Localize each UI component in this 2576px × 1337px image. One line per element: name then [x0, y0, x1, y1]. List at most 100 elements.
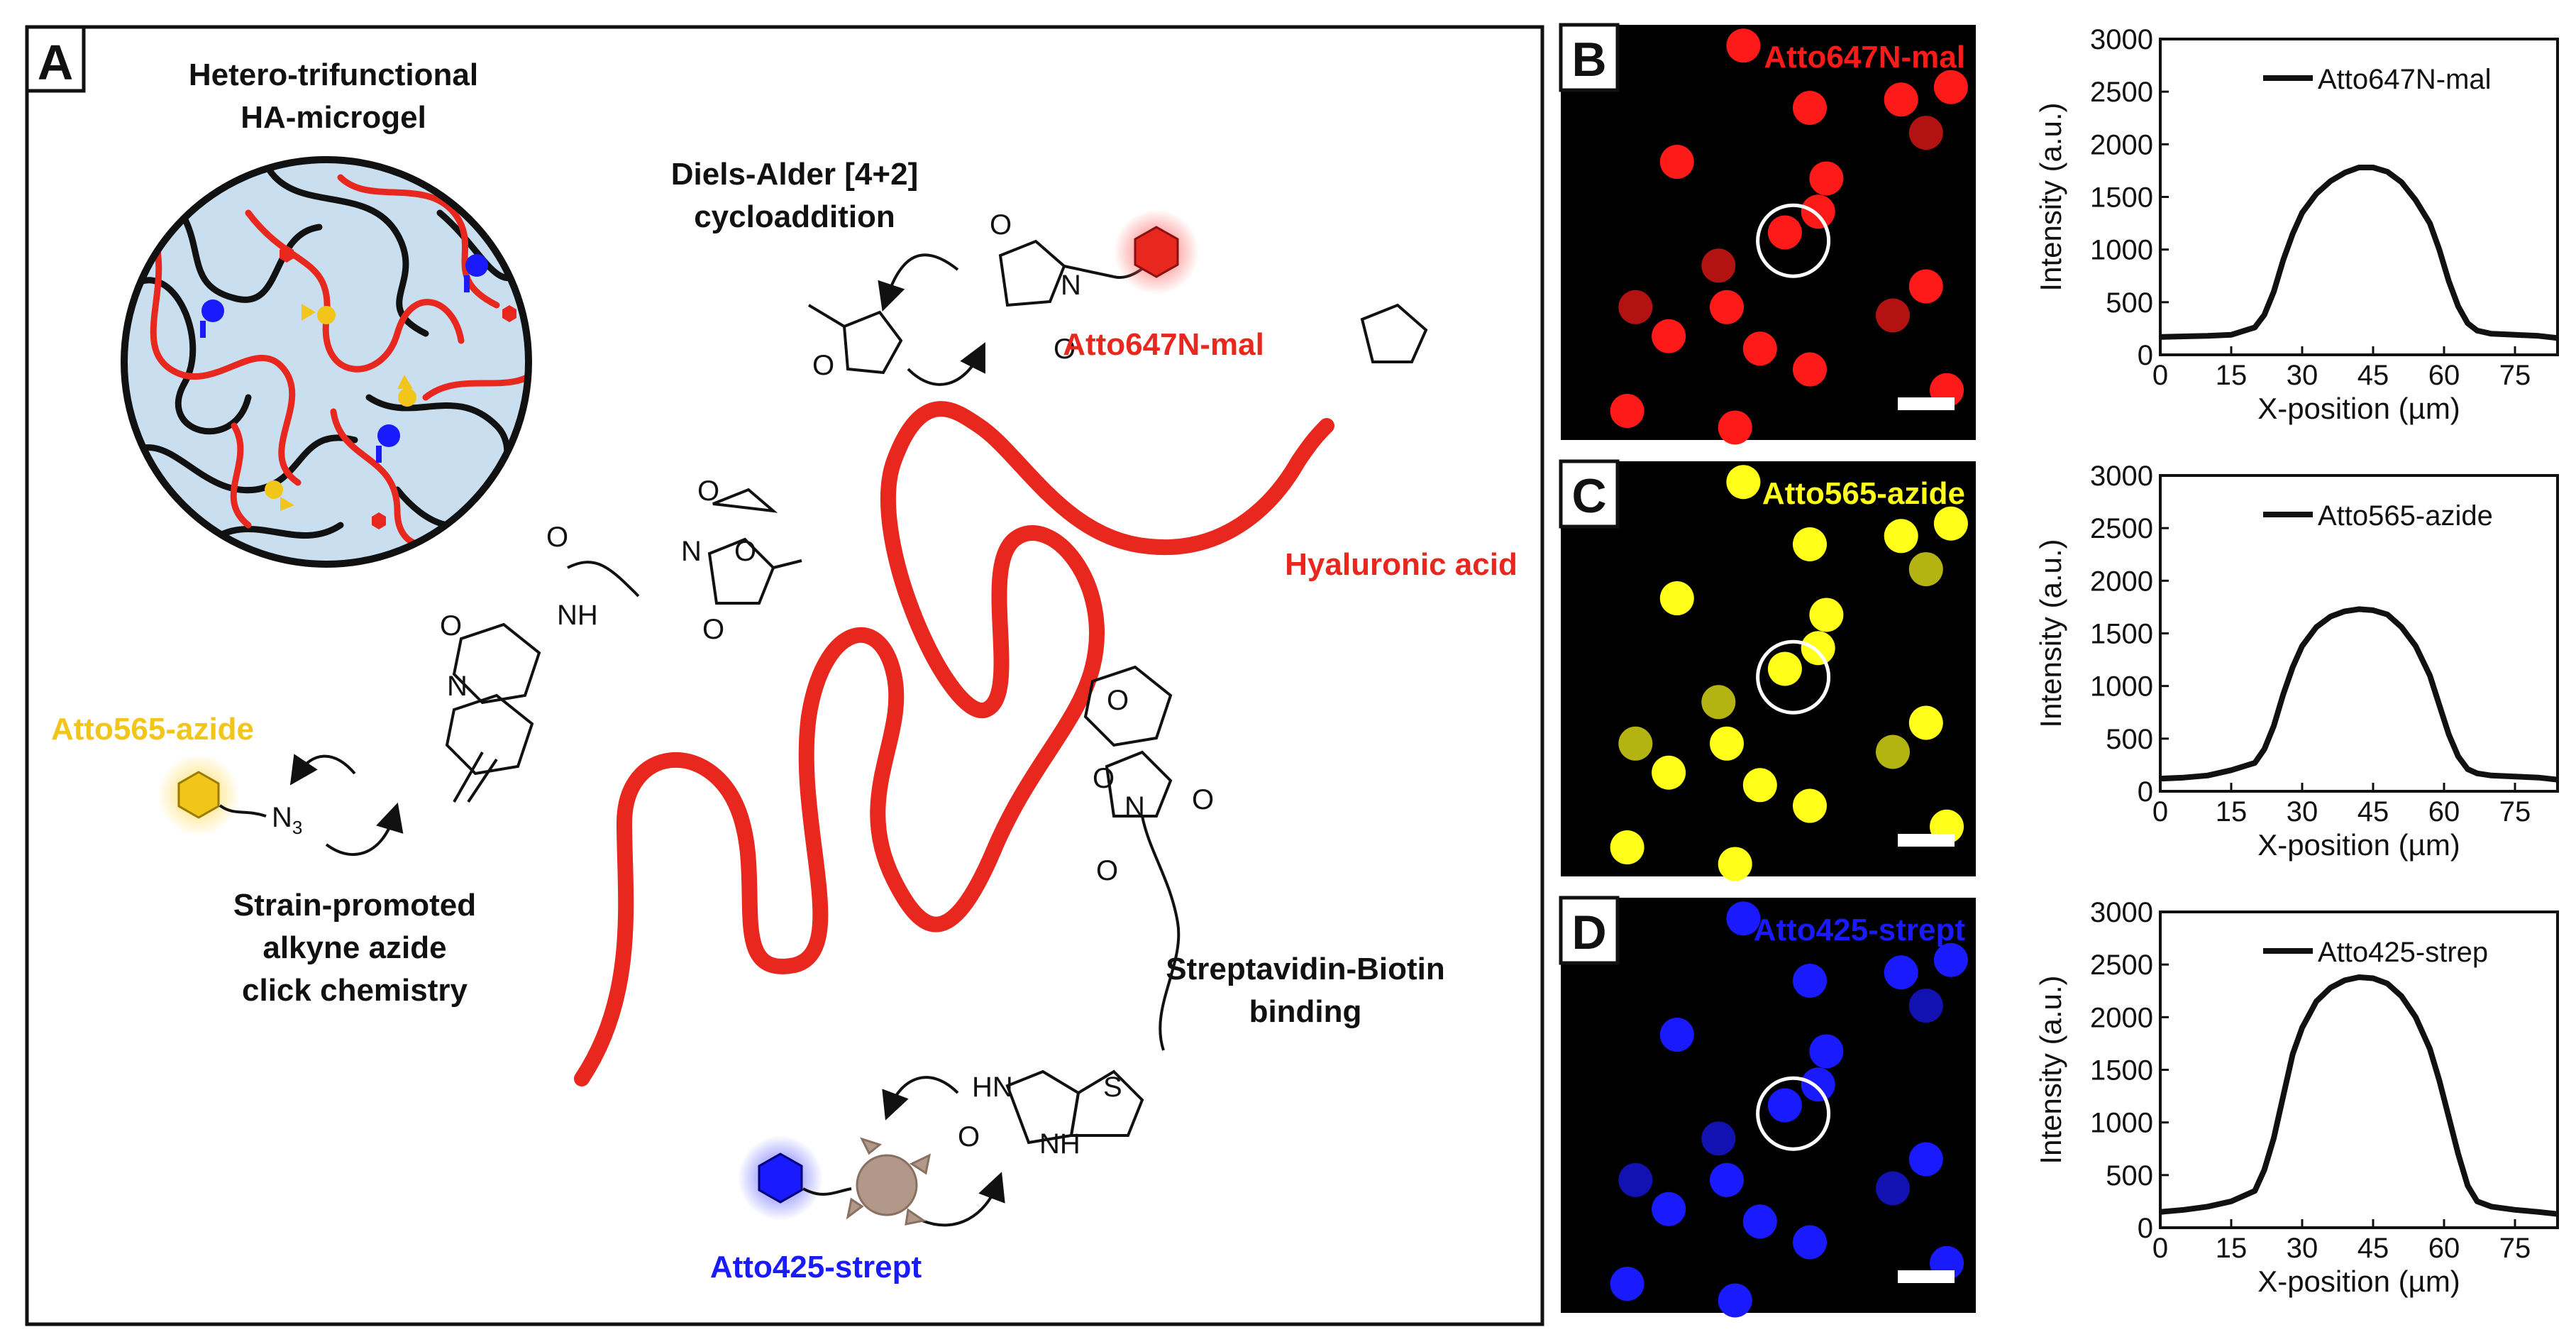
y-axis-label: Intensity (a.u.): [2034, 975, 2067, 1164]
microgel-title-line1: Hetero-trifunctional: [189, 57, 478, 92]
x-tick-label: 0: [2152, 360, 2168, 391]
atto565-label: Atto565-azide: [51, 712, 254, 747]
microgel-particle: [1876, 1171, 1910, 1206]
panel-a: A Hetero-trifunctional HA-microgel: [25, 25, 1544, 1326]
microgel-particle: [1742, 331, 1777, 366]
y-tick-label: 2000: [2090, 566, 2153, 597]
atom-o-8: O: [440, 610, 462, 642]
microgel-particle: [1718, 1283, 1752, 1318]
analyzed-particle-circle: [1756, 639, 1831, 715]
microgel-particle: [1701, 1121, 1736, 1156]
atto647-label: Atto647N-mal: [1063, 327, 1264, 362]
panel-letter-box: [1559, 459, 1620, 529]
microgel-particle: [1793, 788, 1827, 823]
furan-maleimide-structure: [445, 239, 1428, 1145]
atom-o-11: O: [1192, 784, 1214, 815]
strep-linker: [802, 1187, 852, 1196]
gel-blue-markers: [200, 254, 488, 463]
panel-letter: D: [1571, 906, 1606, 959]
microgel-particle: [1710, 726, 1744, 761]
microgel-particle: [1659, 145, 1694, 180]
microgel-particle: [1908, 269, 1943, 304]
x-tick-label: 0: [2152, 1233, 2168, 1264]
strep-line2: binding: [1249, 994, 1362, 1029]
legend-label: Atto647N-mal: [2318, 64, 2492, 95]
atom-o-2: O: [990, 209, 1012, 241]
x-tick-label: 30: [2287, 360, 2318, 391]
microgel-particle: [1652, 1192, 1686, 1226]
microgel-particle: [1767, 651, 1802, 686]
microgel-particle: [1767, 215, 1802, 250]
microgel-particle: [1876, 734, 1910, 769]
atom-o-4: O: [697, 475, 719, 507]
y-tick-label: 0: [2138, 776, 2153, 808]
microgel-particle: [1710, 290, 1744, 324]
microgel-particle: [1908, 552, 1943, 587]
microgel-particle: [1726, 28, 1761, 63]
microgel-particle: [1718, 847, 1752, 881]
y-tick-label: 2000: [2090, 129, 2153, 160]
microgel-particle: [1726, 465, 1761, 500]
microgel-particle: [1933, 70, 1968, 104]
microgel-particle: [1801, 194, 1835, 229]
x-tick-label: 30: [2287, 796, 2318, 827]
atom-o-10: O: [1093, 763, 1115, 794]
x-axis-label: X-position (µm): [2257, 828, 2460, 862]
microgel-particle: [1884, 82, 1918, 117]
microgel-particle: [1652, 319, 1686, 353]
profile-line: [2160, 974, 2558, 1217]
panel-letter: C: [1571, 469, 1606, 523]
x-tick-label: 60: [2428, 796, 2460, 827]
strain-line3: click chemistry: [242, 973, 468, 1008]
x-tick-label: 45: [2357, 1233, 2389, 1264]
atom-hn: HN: [972, 1072, 1013, 1103]
atom-s: S: [1103, 1072, 1122, 1103]
atto425-label: Atto425-strept: [710, 1250, 922, 1284]
y-tick-label: 3000: [2090, 461, 2153, 492]
diels-arrow-1: [878, 253, 959, 312]
panel-letter: B: [1571, 33, 1606, 87]
y-tick-label: 2500: [2090, 950, 2153, 981]
hyaluronic-acid-chain: [574, 401, 1334, 1086]
strain-line2: alkyne azide: [262, 930, 446, 965]
atom-nh-1: NH: [557, 600, 598, 631]
microgel-particle: [1793, 91, 1827, 125]
microgel-particle: [1610, 1267, 1644, 1302]
atom-o-9: O: [1107, 685, 1129, 716]
azide-linker: [219, 804, 267, 818]
microgel-particle: [1618, 726, 1653, 761]
atom-o-7: O: [546, 522, 568, 553]
microgel-particle: [1809, 598, 1844, 632]
x-tick-label: 60: [2428, 1233, 2460, 1264]
microgel-particle: [1701, 248, 1736, 283]
microgel-particle: [1767, 1088, 1802, 1123]
y-tick-label: 1500: [2090, 619, 2153, 650]
atom-n-2: N: [681, 536, 702, 567]
microgel-particle: [1933, 506, 1968, 541]
microgel-particle: [1793, 352, 1827, 387]
y-tick-label: 1500: [2090, 182, 2153, 214]
x-tick-label: 45: [2357, 360, 2389, 391]
legend-label: Atto425-strep: [2318, 937, 2488, 968]
microgel-title-line2: HA-microgel: [241, 100, 426, 135]
x-tick-label: 75: [2499, 1233, 2531, 1264]
atom-o-12: O: [1096, 855, 1118, 886]
microgel-particle: [1659, 1018, 1694, 1052]
microgel-particle: [1610, 394, 1644, 429]
y-tick-label: 1000: [2090, 671, 2153, 703]
panel-a-letter: A: [38, 35, 74, 90]
atom-o-13: O: [958, 1121, 980, 1152]
microgel-illustration: [121, 156, 532, 568]
microgel-particle: [1809, 1034, 1844, 1069]
y-tick-label: 500: [2106, 287, 2153, 319]
scale-bar: [1898, 1270, 1955, 1283]
diels-alder-line2: cycloaddition: [694, 199, 895, 234]
microgel-particle: [1908, 116, 1943, 150]
microgel-particle: [1742, 1204, 1777, 1239]
x-axis-label: X-position (µm): [2257, 392, 2460, 425]
x-tick-label: 15: [2216, 1233, 2248, 1264]
microgel-particle: [1793, 964, 1827, 998]
microgel-particle: [1908, 989, 1943, 1023]
